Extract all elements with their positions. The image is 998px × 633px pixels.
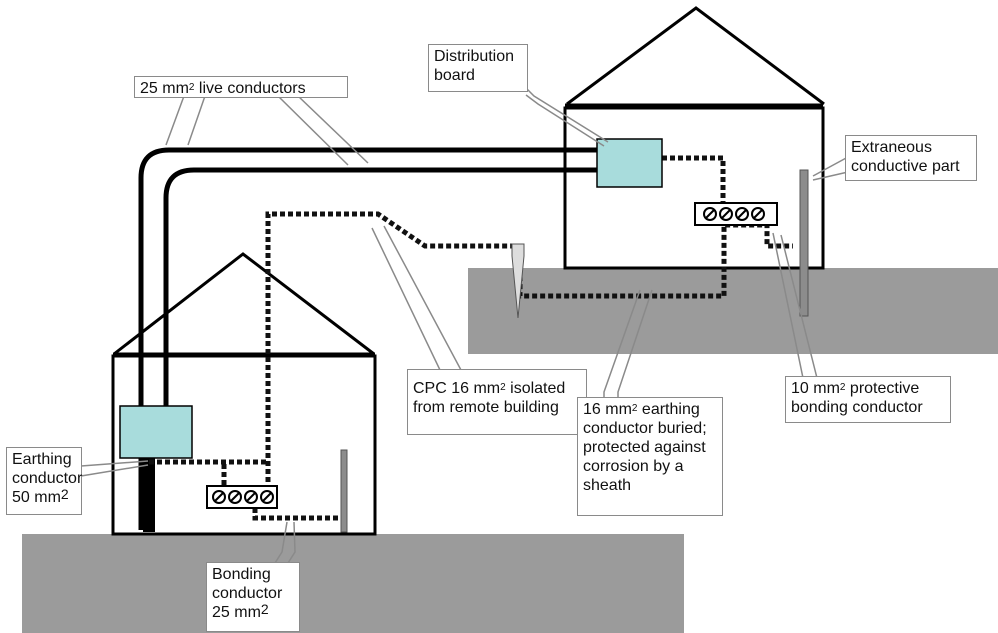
distribution-board-remote: [596, 138, 663, 188]
label-cpc: CPC 16 mm2 isolated from remote building: [407, 369, 587, 435]
label-distribution-board: Distribution board: [428, 44, 528, 92]
live-conductors: [138, 147, 598, 530]
label-extraneous-conductive-part: Extraneous conductive part: [845, 135, 977, 181]
remote-building: [563, 6, 825, 270]
distribution-board-main: [119, 405, 193, 459]
label-earthing-buried: 16 mm2 earthing conductor buried; protec…: [577, 397, 723, 516]
label-live-conductors: 25 mm2 live conductors: [134, 76, 348, 98]
ground-remote-building: [468, 268, 998, 354]
ground-main-building: [22, 534, 684, 633]
terminal-block-remote: [694, 202, 778, 226]
extraneous-conductive-part-remote: [799, 169, 809, 317]
label-earthing-conductor: Earthing conductor 50 mm2: [6, 447, 82, 515]
extraneous-conductive-part-main: [340, 449, 348, 533]
terminal-block-main: [206, 485, 278, 509]
label-protective-bonding: 10 mm2 protective bonding conductor: [785, 376, 951, 423]
label-bonding-conductor: Bonding conductor 25 mm2: [206, 562, 300, 632]
earth-electrode: [511, 243, 525, 319]
